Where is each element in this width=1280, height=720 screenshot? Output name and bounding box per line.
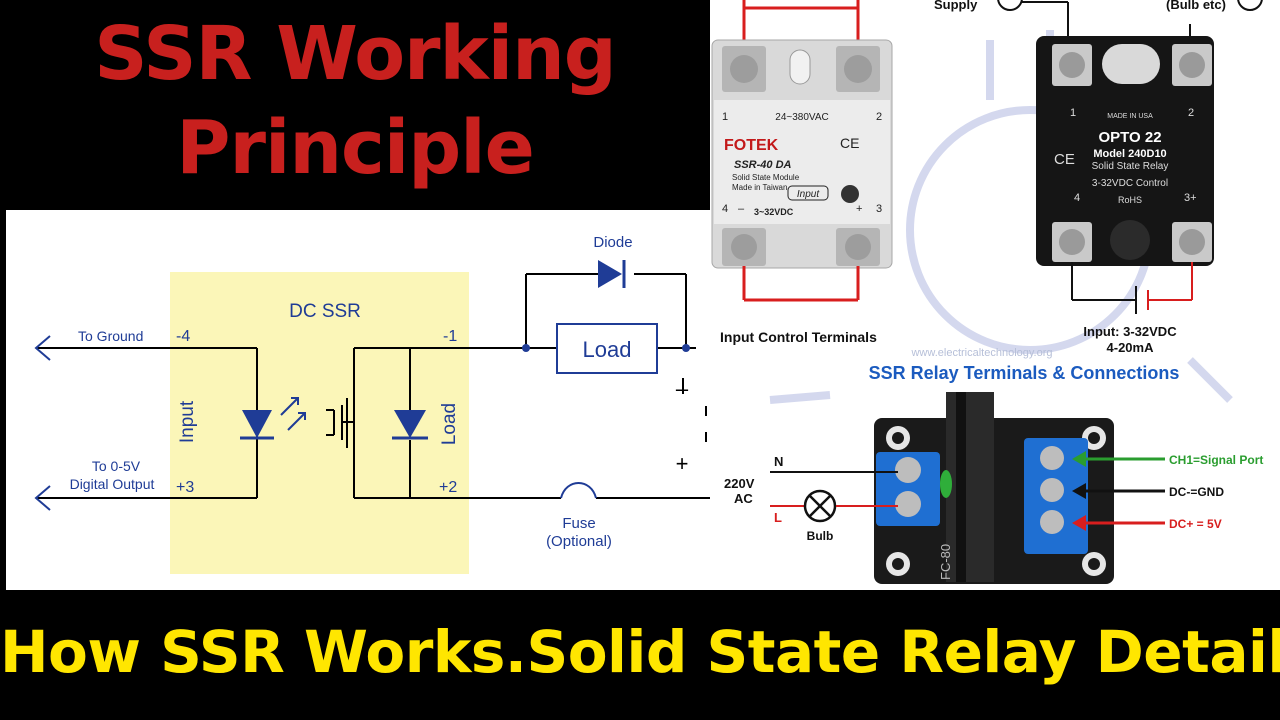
- input-control-terminals-caption: Input Control Terminals: [720, 329, 877, 345]
- opto-t3: 3+: [1184, 192, 1197, 204]
- minus-sign: –: [676, 376, 689, 401]
- ssr-circuit-diagram: DC SSR To Ground -4 +3 -1 +2 To 0-5V Dig…: [6, 210, 710, 590]
- title-line-1: SSR Working: [94, 11, 617, 97]
- live-label: L: [774, 510, 782, 525]
- opto-t1: 1: [1070, 107, 1076, 119]
- digital-output-label: Digital Output: [70, 476, 155, 492]
- title-line-2: Principle: [176, 105, 535, 191]
- to-ground-label: To Ground: [78, 328, 143, 344]
- fotek-model: SSR-40 DA: [734, 159, 792, 171]
- fuse-label: Fuse: [562, 515, 595, 532]
- fotek-brand: FOTEK: [724, 137, 779, 154]
- fotek-rating: 24~380VAC: [775, 112, 828, 123]
- input-label: Input: [177, 400, 198, 443]
- supply-label: Supply: [934, 0, 978, 12]
- fotek-ce: CE: [840, 135, 859, 151]
- fotek-t1: 1: [722, 111, 728, 123]
- bulb-etc-label: (Bulb etc): [1166, 0, 1226, 12]
- opto-t4: 4: [1074, 192, 1080, 204]
- fotek-t4: 4: [722, 203, 728, 215]
- load-label: Load: [439, 403, 460, 445]
- opto-t2: 2: [1188, 107, 1194, 119]
- bulb-label: Bulb: [807, 529, 834, 543]
- opto-brand: OPTO 22: [1098, 129, 1161, 146]
- opto-rohs: RoHS: [1118, 195, 1142, 205]
- pin-minus-4: -4: [176, 328, 190, 345]
- ssr-terminals-caption: SSR Relay Terminals & Connections: [869, 363, 1180, 383]
- opto-input-range: Input: 3-32VDC: [1083, 324, 1177, 339]
- fotek-t3: 3: [876, 203, 882, 215]
- fotek-input: Input: [797, 189, 820, 200]
- ssr-terminals-panel: 24~380VAC 1 2 FOTEK CE SSR-40 DA Solid S…: [710, 0, 1280, 590]
- bottom-banner-title: How SSR Works.Solid State Relay Detail: [0, 618, 1280, 686]
- relay-module-board: FC-80: [874, 392, 1114, 584]
- ac-label: AC: [734, 491, 753, 506]
- fotek-t2: 2: [876, 111, 882, 123]
- fotek-minus: –: [738, 203, 745, 215]
- plus-sign: +: [676, 451, 689, 476]
- opto-model: Model 240D10: [1093, 148, 1166, 160]
- opto-made: MADE IN USA: [1107, 113, 1153, 120]
- fuse-symbol: [560, 482, 597, 499]
- fotek-ssr: 24~380VAC 1 2 FOTEK CE SSR-40 DA Solid S…: [711, 0, 893, 345]
- pin-minus-1: -1: [443, 328, 457, 345]
- watermark-url: www.electricaltechnology.org: [910, 347, 1052, 359]
- dc-ssr-label: DC SSR: [289, 301, 361, 322]
- neutral-label: N: [774, 454, 783, 469]
- opto-current-range: 4-20mA: [1107, 340, 1155, 355]
- bottom-banner-bg: [0, 590, 1280, 720]
- optional-label: (Optional): [546, 533, 612, 550]
- opto-ce: CE: [1054, 151, 1075, 168]
- to-0-5v-label: To 0-5V: [92, 458, 141, 474]
- load-box-text: Load: [583, 337, 632, 362]
- load-box: [556, 323, 658, 374]
- diode-label: Diode: [593, 234, 632, 251]
- ch1-signal-label: CH1=Signal Port: [1169, 453, 1263, 467]
- fotek-plus: +: [856, 203, 862, 215]
- 220v-label: 220V: [724, 476, 755, 491]
- dc-plus-label: DC+ = 5V: [1169, 517, 1222, 531]
- fotek-module: Solid State Module: [732, 173, 800, 182]
- relay-text: FC-80: [938, 544, 953, 580]
- dc-gnd-label: DC-=GND: [1169, 485, 1224, 499]
- opto-control: 3-32VDC Control: [1092, 178, 1168, 189]
- fotek-voltage: 3~32VDC: [754, 207, 794, 217]
- fotek-made: Made in Taiwan: [732, 183, 787, 192]
- pin-plus-2: +2: [439, 479, 457, 496]
- opto22-ssr: Supply (Bulb etc) MADE IN USA 1 2 OPTO 2…: [934, 0, 1263, 355]
- opto-type: Solid State Relay: [1092, 161, 1169, 172]
- pin-plus-3: +3: [176, 479, 194, 496]
- dc-ssr-box: [170, 272, 469, 574]
